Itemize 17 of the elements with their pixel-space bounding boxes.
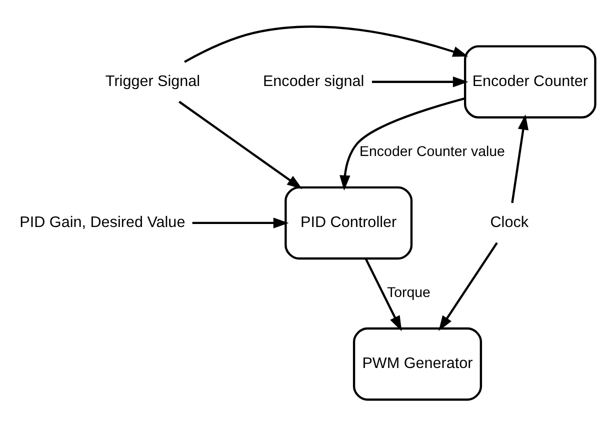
arrow [438,242,498,332]
edge-label: Encoder Counter value [360,144,505,160]
arrow [364,258,402,332]
arrow [192,218,289,228]
arrow [178,100,302,190]
arrow [372,76,468,88]
edge-label: Torque [387,285,430,302]
arrow [511,114,529,204]
arrow [184,26,468,63]
node-box: Encoder Counter [464,45,596,118]
node-text: PID Gain, Desired Value [20,214,186,232]
node-text: Clock [490,214,529,232]
arrow [340,97,466,191]
node-box: PID Controller [284,186,413,260]
node-text: Trigger Signal [105,72,200,90]
node-box: PWM Generator [352,327,482,401]
node-text: Encoder signal [262,72,364,90]
